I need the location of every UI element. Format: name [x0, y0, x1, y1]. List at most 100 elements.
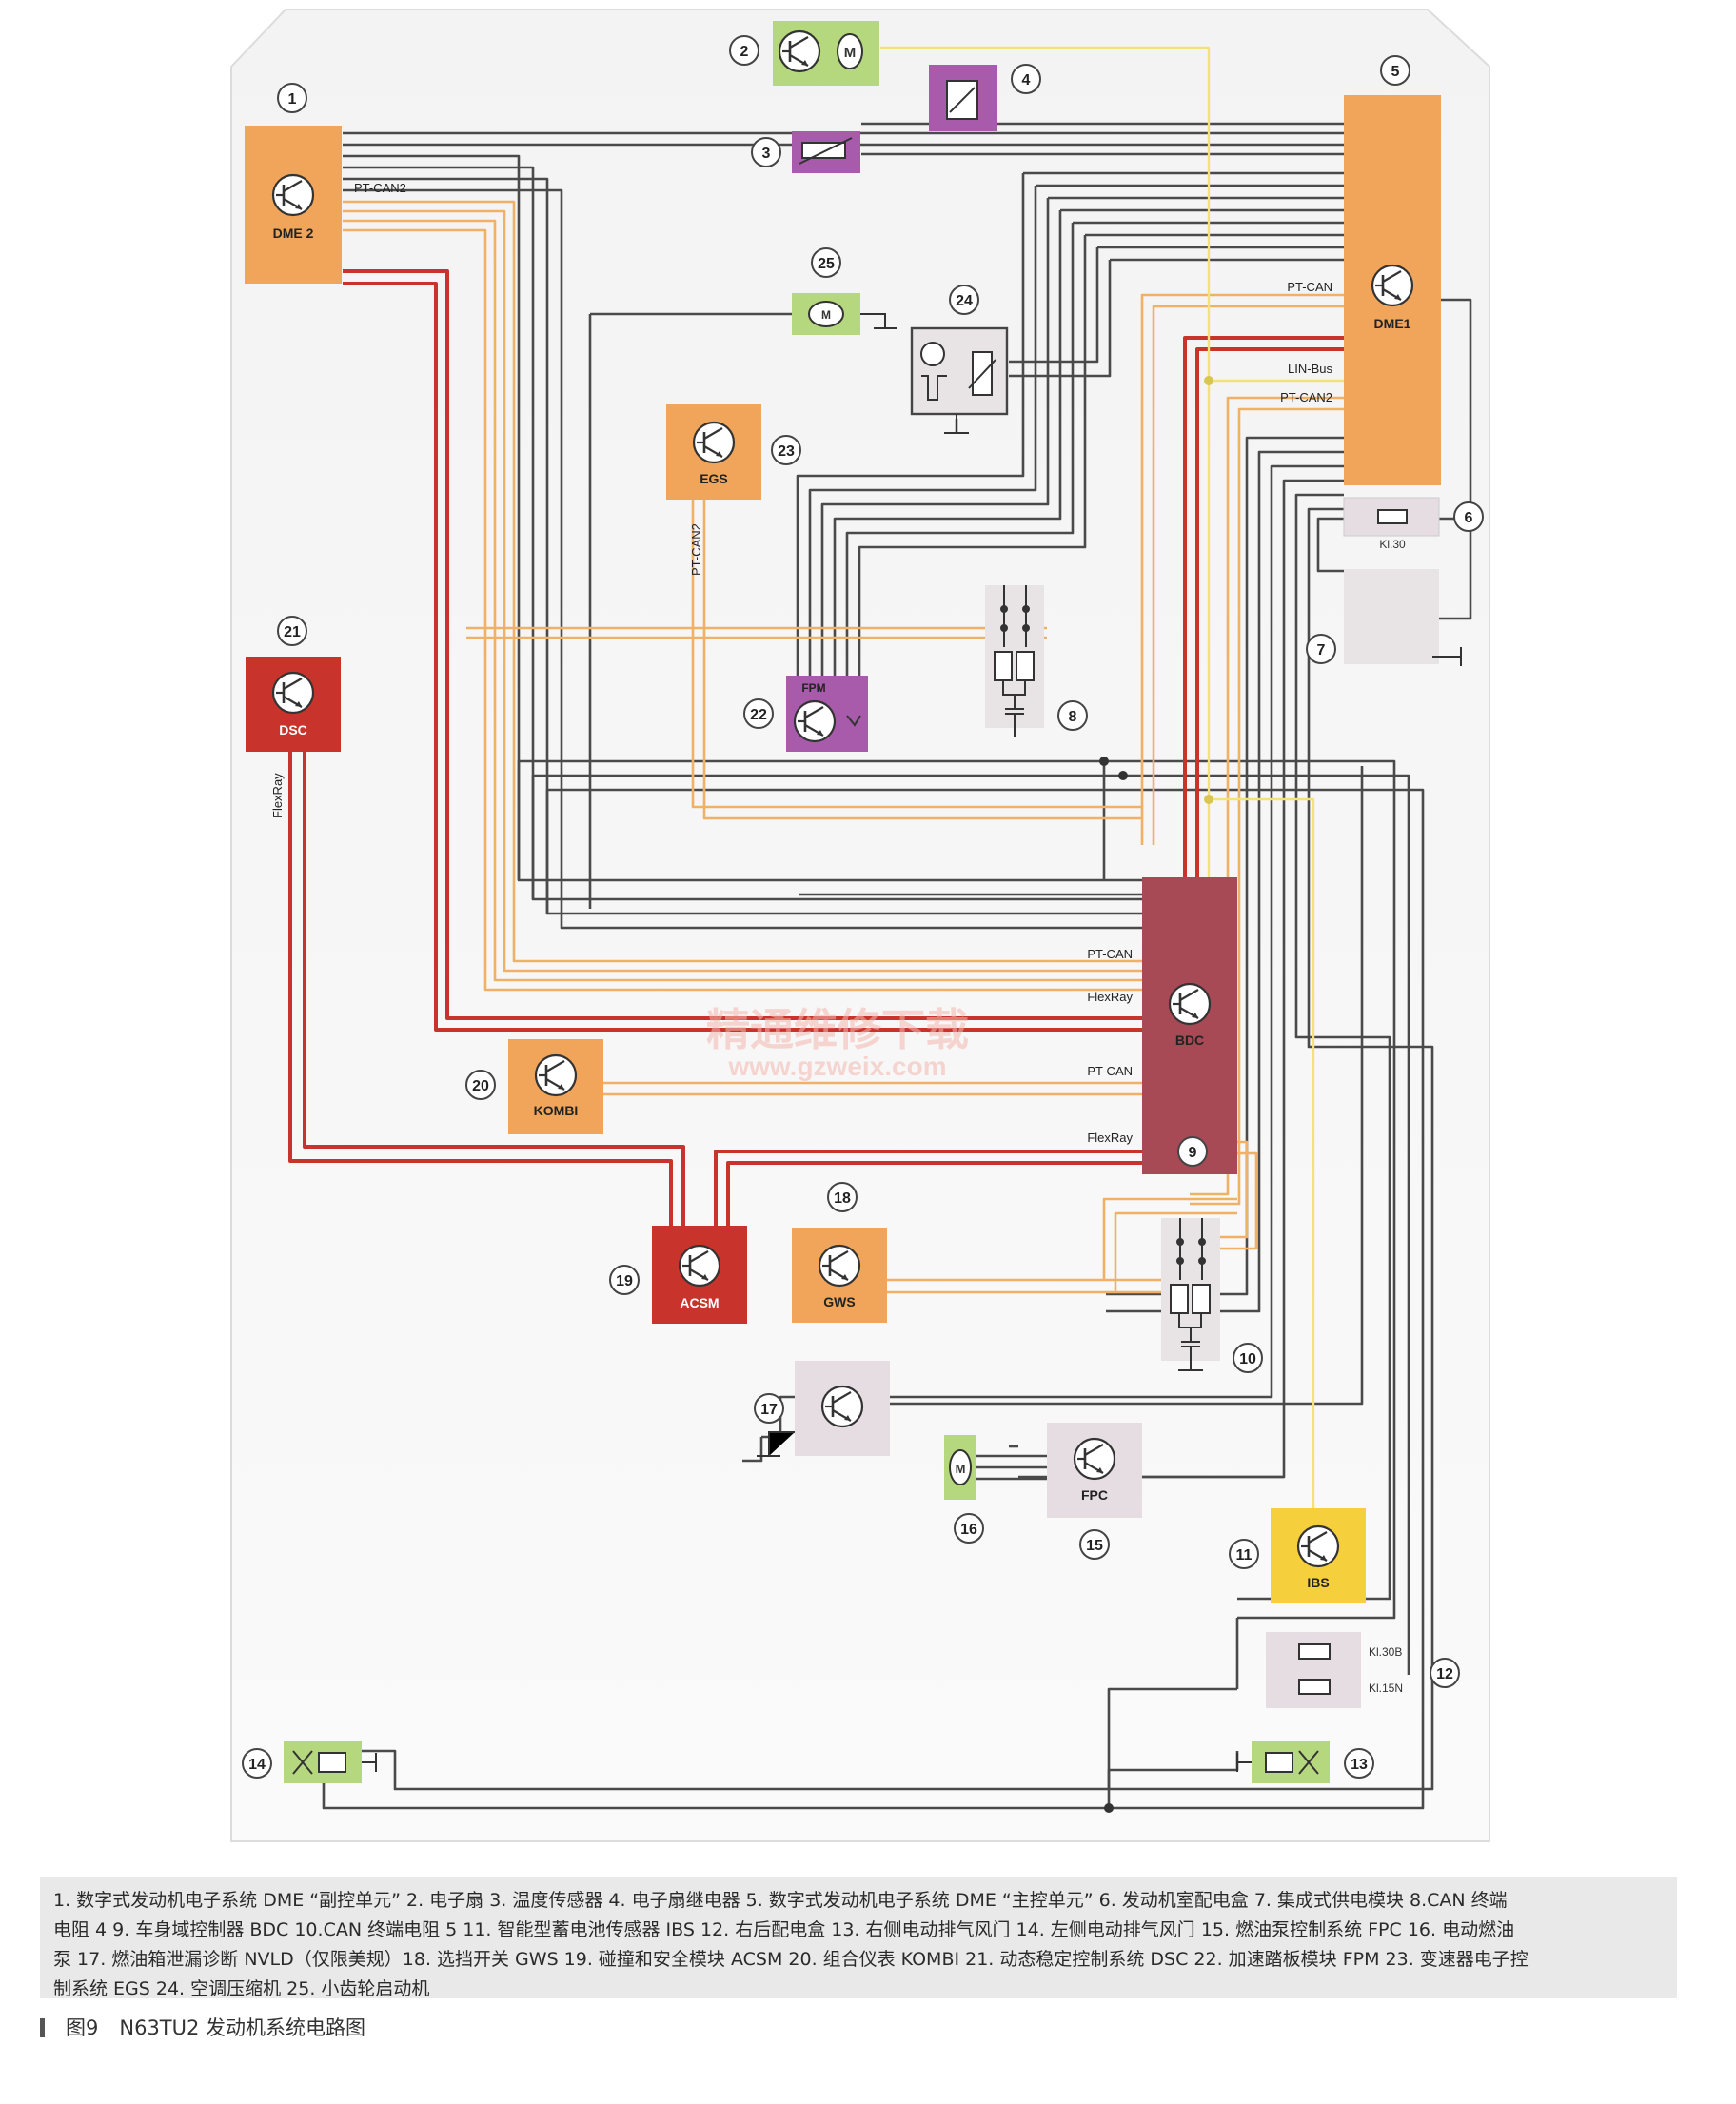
bdc-module: BDC PT-CAN FlexRay PT-CAN FlexRay: [1087, 877, 1237, 1174]
transistor-icon: [1168, 982, 1212, 1026]
title-bar-marker: [40, 2018, 45, 2037]
callout-15: 15: [1079, 1529, 1110, 1560]
rear-fuse-box: Kl.30B Kl.15N: [1266, 1632, 1403, 1708]
callout-10: 10: [1233, 1343, 1263, 1373]
fpm-module: FPM: [786, 676, 868, 752]
transistor-icon: [920, 342, 945, 366]
svg-text:12: 12: [1436, 1666, 1453, 1682]
bdc-ptcan-label-top: PT-CAN: [1087, 947, 1133, 961]
bdc-ptcan-label-bottom: PT-CAN: [1087, 1064, 1133, 1078]
dme2-module: DME 2 PT-CAN2: [245, 126, 406, 284]
callout-3: 3: [751, 137, 781, 167]
kombi-label: KOMBI: [534, 1103, 579, 1118]
power-supply-module: [1344, 569, 1462, 666]
svg-text:14: 14: [248, 1757, 266, 1773]
figure-number: 图9: [66, 2016, 99, 2039]
ac-compressor-module: [910, 326, 1009, 434]
callouts: 1 2 3 4 5 6 7 8 9 10 11 12 13 14 15 16 1…: [242, 35, 1484, 1779]
callout-23: 23: [771, 435, 801, 465]
svg-text:11: 11: [1236, 1547, 1253, 1563]
svg-text:21: 21: [284, 624, 301, 640]
wiring: [288, 46, 1472, 1813]
fuse-icon: [1377, 509, 1408, 524]
electronic-fan-module: M: [773, 21, 879, 86]
motor-icon: [837, 33, 863, 69]
callout-20: 20: [465, 1070, 496, 1100]
egs-ptcan2-label: PT-CAN2: [689, 523, 703, 576]
svg-text:16: 16: [960, 1522, 977, 1538]
svg-text:20: 20: [472, 1078, 489, 1094]
motor-icon: [949, 1449, 972, 1485]
bdc-flexray-label-bottom: FlexRay: [1087, 1131, 1133, 1145]
dme1-linbus-label: LIN-Bus: [1288, 362, 1332, 376]
fuse-icon: [1298, 1643, 1331, 1660]
callout-18: 18: [827, 1182, 858, 1212]
transistor-icon: [1296, 1524, 1340, 1568]
callout-25: 25: [811, 247, 841, 278]
svg-text:17: 17: [760, 1402, 778, 1418]
fpc-module: FPC: [1047, 1423, 1142, 1518]
svg-text:M: M: [844, 45, 857, 61]
diagram-background: [230, 9, 1490, 1842]
transistor-icon: [271, 671, 315, 715]
svg-text:8: 8: [1069, 709, 1077, 725]
caption-line: 1. 数字式发动机电子系统 DME “副控单元” 2. 电子扇 3. 温度传感器…: [53, 1890, 1508, 1911]
right-exhaust-flap: [1236, 1741, 1330, 1783]
dme2-label: DME 2: [273, 226, 314, 241]
callout-24: 24: [949, 285, 979, 315]
svg-text:10: 10: [1239, 1351, 1256, 1367]
dme1-ptcan2-label: PT-CAN2: [1280, 390, 1332, 404]
svg-text:7: 7: [1317, 642, 1326, 659]
gws-module: GWS: [792, 1228, 887, 1323]
dsc-flexray-label: FlexRay: [270, 773, 285, 818]
dme1-module: DME1 PT-CAN LIN-Bus PT-CAN2: [1280, 95, 1441, 485]
fuel-pump-module: M: [944, 1435, 976, 1500]
nvld-module: [757, 1361, 890, 1457]
svg-text:2: 2: [740, 44, 749, 60]
dme2-ptcan2-label: PT-CAN2: [354, 181, 406, 195]
transistor-icon: [778, 29, 821, 73]
callout-21: 21: [277, 616, 307, 646]
caption-line: 泵 17. 燃油箱泄漏诊断 NVLD（仅限美规）18. 选挡开关 GWS 19.…: [53, 1949, 1529, 1970]
dsc-label: DSC: [279, 722, 307, 737]
fan-relay-module: [929, 65, 997, 131]
watermark-line1: 精通维修下载: [706, 1005, 969, 1054]
transistor-icon: [818, 1244, 861, 1288]
legend-caption: 1. 数字式发动机电子系统 DME “副控单元” 2. 电子扇 3. 温度传感器…: [40, 1877, 1677, 1999]
caption-line: 电阻 4 9. 车身域控制器 BDC 10.CAN 终端电阻 5 11. 智能型…: [53, 1919, 1515, 1940]
left-exhaust-flap: [284, 1741, 377, 1783]
actuator-icon: [1265, 1752, 1293, 1773]
can-terminator-5: [1161, 1218, 1220, 1371]
callout-7: 7: [1306, 634, 1336, 664]
svg-text:18: 18: [834, 1190, 851, 1207]
svg-text:24: 24: [956, 293, 973, 309]
fpc-label: FPC: [1081, 1487, 1108, 1503]
callout-14: 14: [242, 1748, 272, 1779]
kl30-label: Kl.30: [1379, 538, 1406, 551]
fpm-label: FPM: [801, 681, 825, 695]
actuator-icon: [318, 1752, 346, 1773]
svg-text:4: 4: [1022, 72, 1031, 88]
svg-text:M: M: [956, 1462, 966, 1476]
bdc-label: BDC: [1175, 1032, 1204, 1048]
svg-text:15: 15: [1086, 1538, 1103, 1554]
gws-label: GWS: [823, 1294, 855, 1309]
callout-13: 13: [1344, 1748, 1374, 1779]
engine-fuse-box: Kl.30: [1343, 497, 1440, 551]
callout-12: 12: [1430, 1658, 1460, 1688]
callout-22: 22: [743, 698, 774, 729]
transistor-icon: [678, 1244, 721, 1288]
callout-2: 2: [729, 35, 760, 66]
figure-title-text: N63TU2 发动机系统电路图: [119, 2016, 366, 2039]
svg-text:25: 25: [818, 256, 835, 272]
egs-label: EGS: [700, 471, 728, 486]
callout-19: 19: [609, 1265, 640, 1295]
temperature-sensor-module: [792, 131, 860, 173]
watermark-line2: www.gzweix.com: [727, 1052, 946, 1081]
dsc-module: DSC FlexRay: [246, 657, 341, 818]
svg-text:3: 3: [762, 146, 771, 162]
callout-11: 11: [1229, 1539, 1259, 1569]
dme1-label: DME1: [1374, 316, 1411, 331]
bdc-flexray-label-top: FlexRay: [1087, 990, 1133, 1004]
svg-text:1: 1: [288, 91, 297, 108]
